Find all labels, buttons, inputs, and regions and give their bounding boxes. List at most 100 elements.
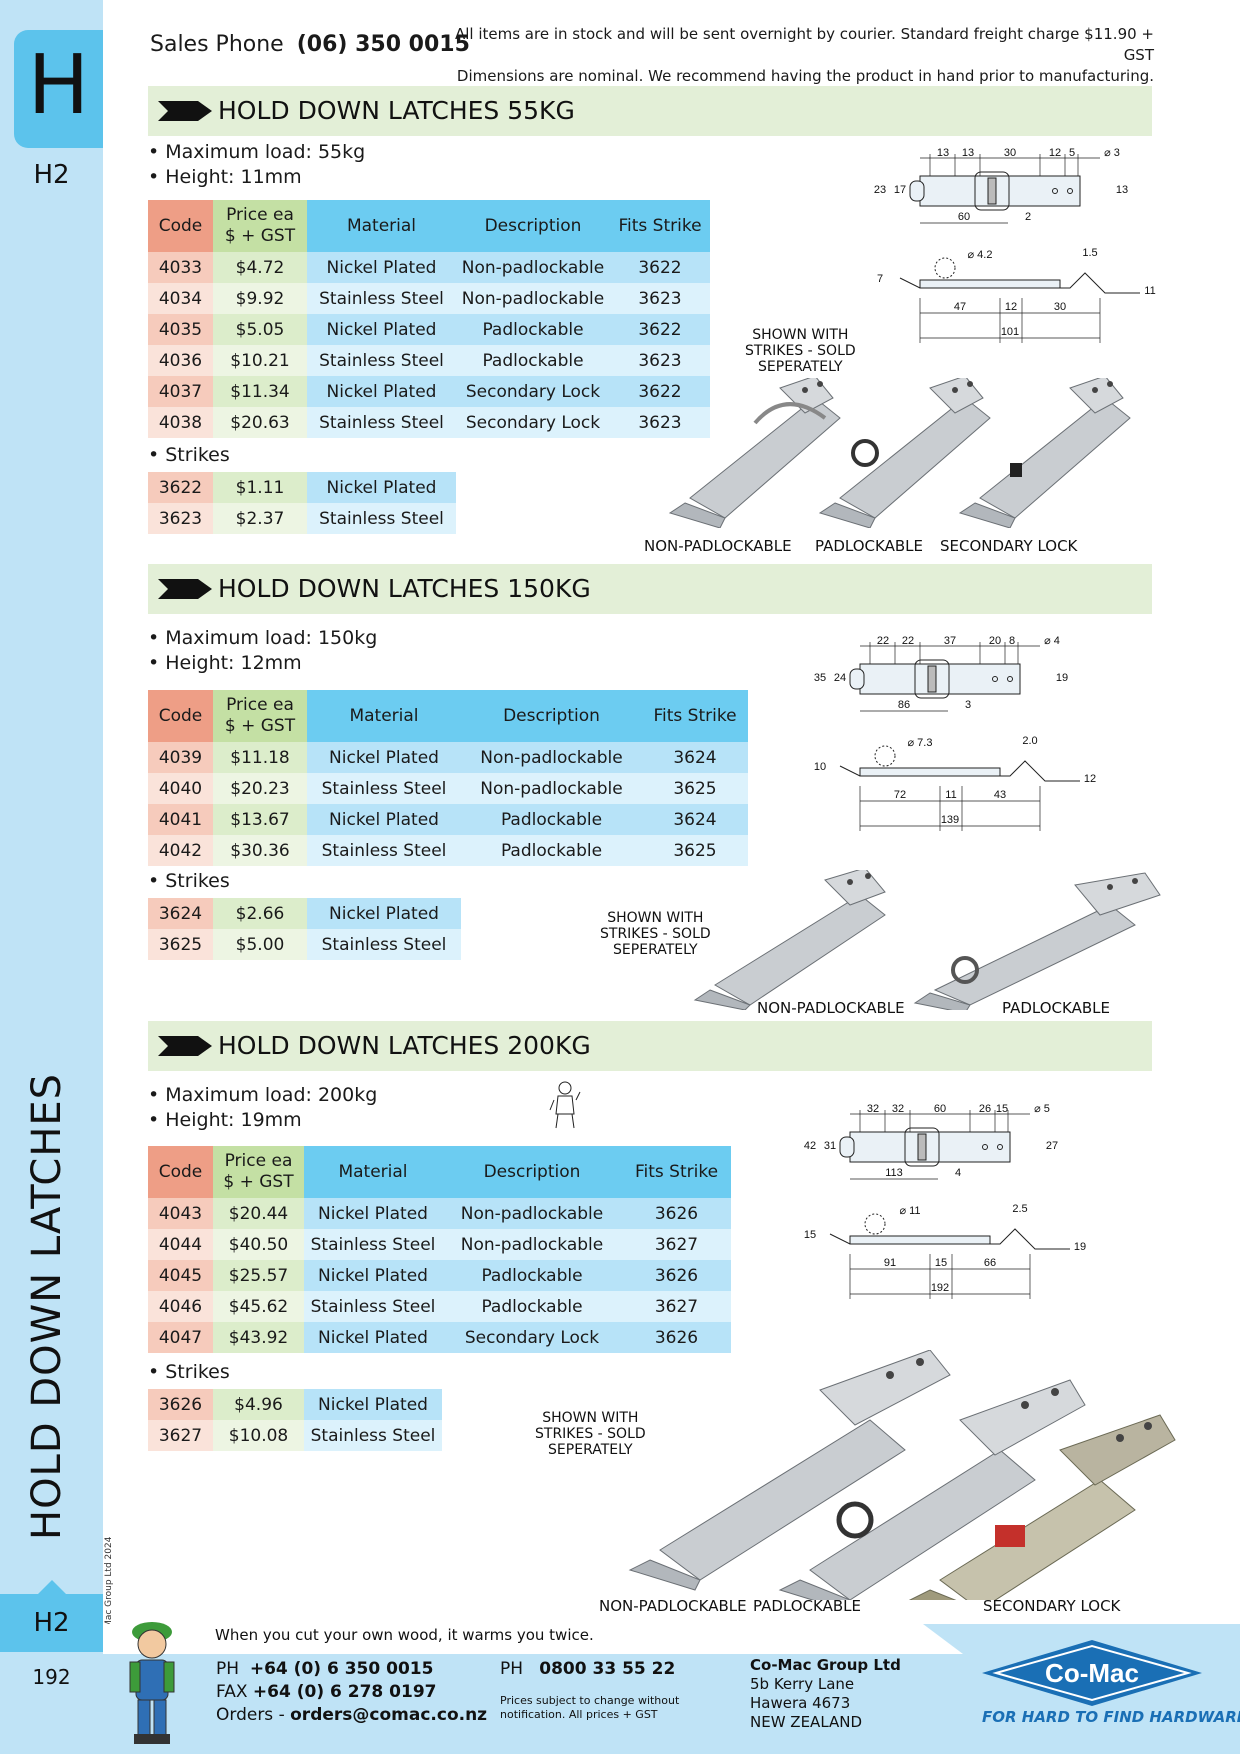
latch-image-non-padlockable: [628, 1350, 951, 1591]
hole-icon: [1007, 676, 1013, 682]
caption-non-padlockable: NON-PADLOCKABLE: [757, 999, 905, 1017]
dimension-label: 12: [1049, 148, 1061, 159]
latch-clip: [927, 665, 937, 693]
caption-non-padlockable: NON-PADLOCKABLE: [599, 1597, 747, 1615]
dimension-label: 12: [1005, 301, 1017, 313]
specs-200kg: • Maximum load: 200kg • Height: 19mm: [148, 1083, 377, 1133]
dimension-label: 5: [1069, 148, 1075, 159]
dimension-label: 66: [984, 1257, 996, 1269]
hole-icon: [982, 1144, 988, 1150]
latch-side-outline: [829, 1228, 1070, 1250]
latch-body-outline: [859, 663, 1021, 695]
max-load: • Maximum load: 55kg: [148, 141, 366, 163]
pivot-circle-icon: [864, 1213, 886, 1235]
dimension-label: 32: [867, 1104, 879, 1115]
section-tab[interactable]: H: [14, 30, 103, 148]
caption-non-padlockable: NON-PADLOCKABLE: [644, 537, 792, 555]
latch-image-padlockable: [913, 872, 1161, 1010]
dimension-label: 13: [937, 148, 949, 159]
freephone-number[interactable]: 0800 33 55 22: [539, 1659, 676, 1679]
dimension-label: 13: [962, 148, 974, 159]
dimension-label: 2.0: [1022, 735, 1037, 747]
latch-image-non-padlockable: [668, 378, 841, 528]
pivot-circle-icon: [874, 745, 896, 767]
latch-image-secondary-lock: [958, 378, 1131, 528]
dimension-label: 3: [965, 699, 971, 711]
dimension-label: 37: [944, 636, 956, 647]
section-title: HOLD DOWN LATCHES 55KG: [218, 96, 575, 125]
header-note-line1: All items are in stock and will be sent …: [454, 25, 1154, 64]
dimension-label: 91: [884, 1257, 896, 1269]
product-table-150kg: Code Price ea$ + GST Material Descriptio…: [148, 690, 748, 866]
header-description: Description: [456, 200, 610, 252]
caption-padlockable: PADLOCKABLE: [1002, 999, 1110, 1017]
height: • Height: 11mm: [148, 166, 302, 188]
hole-icon: [997, 1144, 1003, 1150]
section-letter: H: [27, 38, 90, 133]
dimension-label: 30: [1004, 148, 1016, 159]
mascot-icon: [129, 1622, 175, 1744]
max-load: • Maximum load: 200kg: [148, 1084, 378, 1106]
orders-email-link[interactable]: orders@comac.co.nz: [290, 1705, 488, 1725]
sales-phone-number[interactable]: (06) 350 0015: [296, 32, 470, 57]
latch-body-outline: [849, 1131, 1011, 1163]
dimension-label: 20: [989, 636, 1001, 647]
logo-tagline: FOR HARD TO FIND HARDWARE: [982, 1708, 1240, 1726]
header-material: Material: [307, 690, 461, 742]
header-code: Code: [148, 690, 213, 742]
comac-logo[interactable]: Co-Mac: [982, 1640, 1202, 1706]
dimension-label: 22: [877, 636, 889, 647]
latch-body-outline: [919, 175, 1081, 207]
dimension-label: 11: [1144, 285, 1155, 297]
latch-lip-outline: [849, 668, 865, 690]
dimension-label: ⌀ 4.2: [968, 249, 993, 261]
footer-fax-number: +64 (0) 6 278 0197: [252, 1682, 437, 1702]
dimension-label: 10: [814, 761, 826, 773]
strikes-label: • Strikes: [148, 870, 230, 892]
product-table-200kg: Code Price ea$ + GST Material Descriptio…: [148, 1146, 731, 1353]
header-price: Price ea$ + GST: [213, 690, 307, 742]
dimension-label: 19: [1074, 1241, 1086, 1253]
header-material: Material: [307, 200, 456, 252]
dimension-label: 11: [945, 789, 956, 801]
dimension-label: 47: [954, 301, 966, 313]
hole-icon: [992, 676, 998, 682]
header-fits-strike: Fits Strike: [642, 690, 748, 742]
latch-hasp-outline: [974, 171, 1010, 211]
specs-55kg: • Maximum load: 55kg • Height: 11mm: [148, 140, 365, 190]
dimension-label: 42: [804, 1140, 816, 1152]
dimension-label: 15: [996, 1104, 1008, 1115]
dimension-label: ⌀ 4: [1044, 636, 1060, 647]
dimension-label: 2.5: [1012, 1203, 1027, 1215]
footer-phone-number[interactable]: +64 (0) 6 350 0015: [249, 1659, 434, 1679]
caption-secondary-lock: SECONDARY LOCK: [940, 537, 1078, 555]
